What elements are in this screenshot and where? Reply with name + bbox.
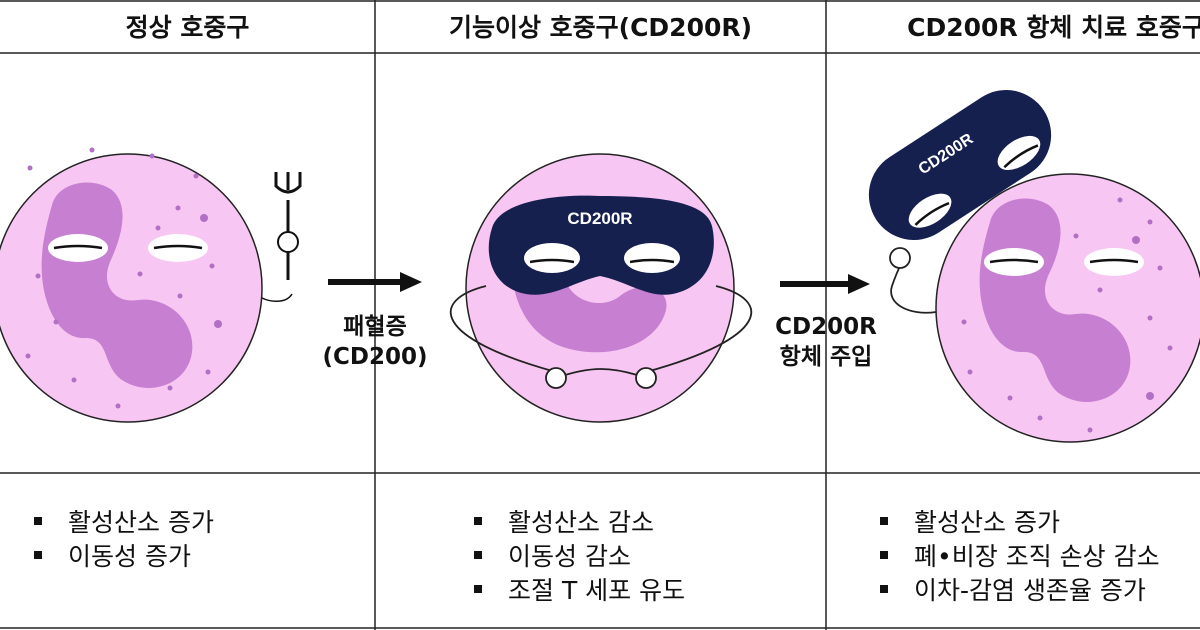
bullet-item: 폐•비장 조직 손상 감소 bbox=[880, 537, 1200, 573]
bullet-text: 활성산소 증가 bbox=[914, 508, 1060, 537]
arrow-1-label-line-2: (CD200) bbox=[322, 344, 428, 370]
arrow-1-label-line-1: 패혈증 bbox=[343, 314, 407, 340]
bullet-square-icon bbox=[474, 551, 482, 559]
arrow-2-label-line-2: 항체 주입 bbox=[779, 344, 873, 370]
arrow-1 bbox=[328, 272, 422, 292]
bullet-text: 조절 T 세포 유도 bbox=[508, 576, 686, 605]
arrow-2-label: CD200R 항체 주입 bbox=[756, 312, 896, 372]
bullet-item: 활성산소 증가 bbox=[34, 503, 214, 539]
normal-neutrophil-cell bbox=[0, 147, 263, 423]
header-treated: CD200R 항체 치료 호중구 bbox=[907, 13, 1200, 42]
bullet-item: 활성산소 증가 bbox=[880, 503, 1200, 539]
closed-eyes bbox=[524, 243, 680, 273]
treated-neutrophil-cell bbox=[890, 173, 1200, 443]
granules bbox=[961, 197, 1173, 433]
bullet-text: 이동성 증가 bbox=[68, 542, 191, 571]
bullet-text: 이차-감염 생존율 증가 bbox=[914, 576, 1146, 605]
granules bbox=[25, 147, 222, 409]
header-dysfunctional: 기능이상 호중구(CD200R) bbox=[448, 13, 753, 42]
arrow-2 bbox=[780, 274, 870, 294]
bullet-square-icon bbox=[880, 517, 888, 525]
closed-eyes bbox=[984, 248, 1144, 276]
bullet-text: 폐•비장 조직 손상 감소 bbox=[914, 542, 1160, 571]
nucleus bbox=[41, 182, 193, 388]
bullet-square-icon bbox=[880, 551, 888, 559]
bullet-text: 활성산소 증가 bbox=[68, 508, 214, 537]
bullet-item: 활성산소 감소 bbox=[474, 503, 654, 539]
bullet-square-icon bbox=[474, 585, 482, 593]
bullet-item: 이동성 증가 bbox=[34, 537, 191, 573]
receptor-antenna-icon bbox=[261, 172, 302, 302]
arrow-1-label: 패혈증 (CD200) bbox=[320, 312, 430, 372]
lifted-cd200r-mask: CD200R bbox=[868, 90, 1052, 269]
closed-eyes bbox=[48, 234, 208, 262]
bullet-text: 활성산소 감소 bbox=[508, 508, 654, 537]
dysfunctional-neutrophil-cell: CD200R bbox=[449, 153, 753, 423]
bullet-item: 조절 T 세포 유도 bbox=[474, 571, 685, 607]
bullet-square-icon bbox=[34, 517, 42, 525]
arrow-2-label-line-1: CD200R bbox=[775, 314, 877, 340]
bullet-square-icon bbox=[474, 517, 482, 525]
bullet-text: 이동성 감소 bbox=[508, 542, 631, 571]
bullet-square-icon bbox=[34, 551, 42, 559]
mask-label: CD200R bbox=[567, 209, 632, 228]
header-normal: 정상 호중구 bbox=[125, 13, 250, 42]
bullet-item: 이차-감염 생존율 증가 bbox=[880, 571, 1200, 607]
bullet-square-icon bbox=[880, 585, 888, 593]
bullet-item: 이동성 감소 bbox=[474, 537, 631, 573]
